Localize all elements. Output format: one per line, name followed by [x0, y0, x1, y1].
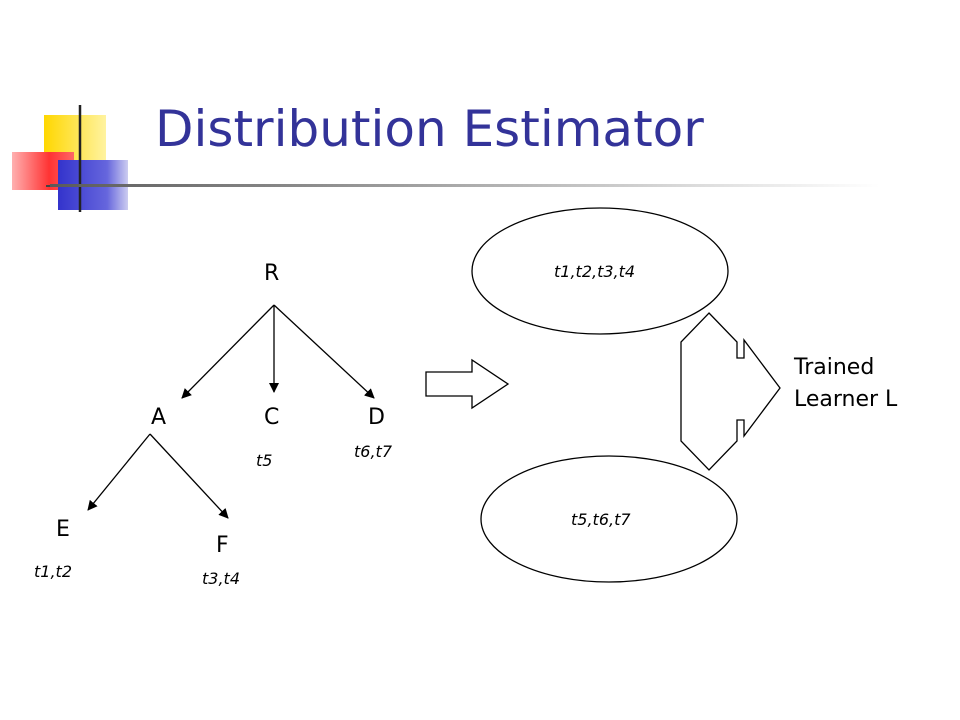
node-a: A: [151, 405, 166, 430]
partition-top-ellipse: [471, 207, 729, 335]
edge-a-f: [149, 433, 229, 519]
title-underline: [50, 184, 880, 187]
learner-label-line1: Trained: [793, 355, 874, 380]
node-r: R: [264, 261, 279, 286]
edge-r-d: [273, 304, 375, 399]
node-e: E: [56, 517, 70, 542]
tuples-e: t1,t2: [34, 562, 72, 581]
tuples-c: t5: [256, 451, 272, 470]
tuples-d: t6,t7: [354, 442, 393, 461]
tree-edges: [87, 304, 375, 519]
partition-top-label: t1,t2,t3,t4: [554, 262, 635, 281]
edge-r-a: [181, 304, 275, 399]
node-d: D: [368, 405, 385, 430]
bidirectional-block-arrow: [680, 312, 781, 471]
partition-bottom-label: t5,t6,t7: [571, 510, 631, 529]
slide-title: Distribution Estimator: [155, 100, 704, 158]
edge-a-e: [87, 433, 151, 511]
partition-bottom-ellipse: [480, 455, 738, 583]
tuples-f: t3,t4: [202, 569, 240, 588]
learner-label-line2: Learner L: [794, 387, 898, 412]
block-arrow-right: [425, 358, 510, 410]
node-f: F: [216, 533, 229, 558]
node-c: C: [264, 405, 279, 430]
